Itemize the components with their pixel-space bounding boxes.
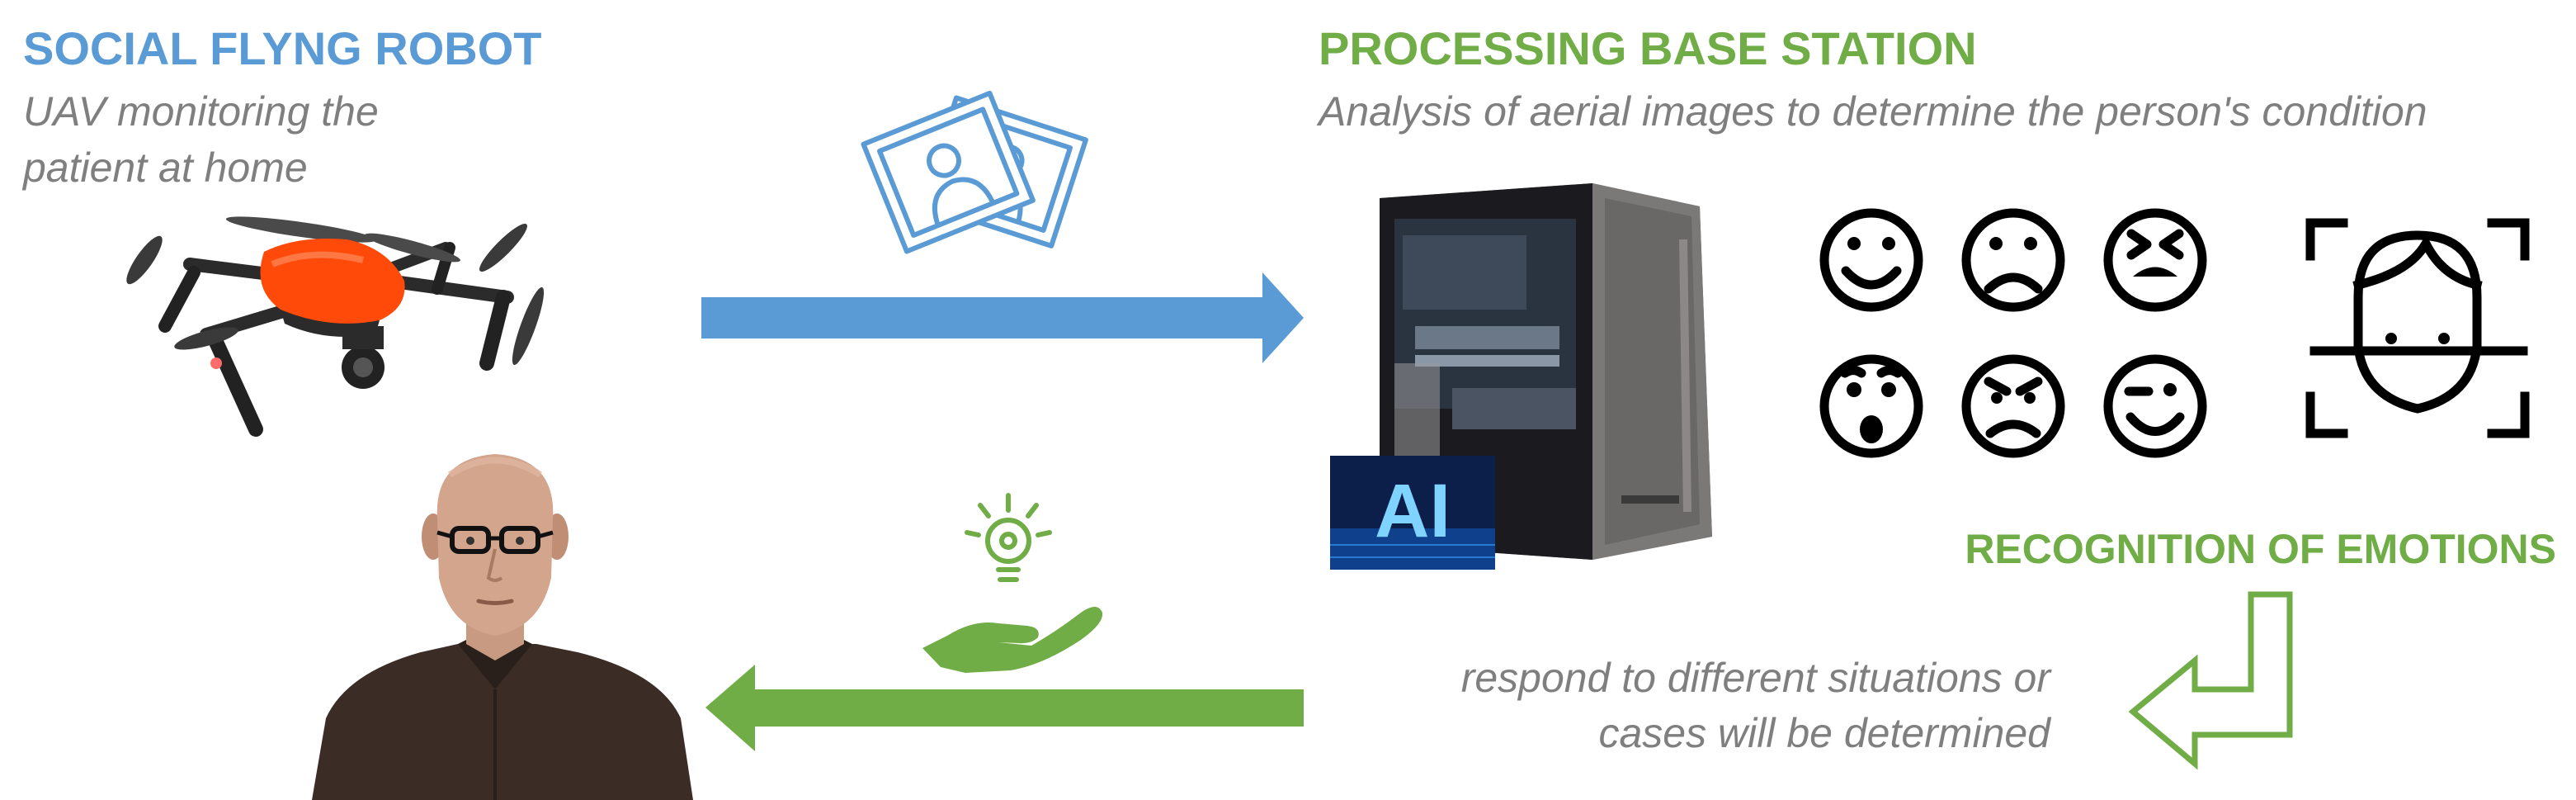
face-surprised-icon (1819, 354, 1923, 458)
face-wink-icon (2103, 354, 2207, 458)
robot-subtitle-line1: UAV monitoring the (23, 88, 379, 135)
face-sad-icon (1961, 208, 2065, 312)
robot-subtitle-line2: patient at home (21, 144, 308, 191)
return-arrow (2128, 591, 2293, 770)
response-line2: cases will be determined (1599, 710, 2053, 756)
response-arrow (705, 665, 1304, 751)
base-station-title: PROCESSING BASE STATION (1319, 22, 1977, 74)
upload-arrow (701, 272, 1304, 363)
emotions-label: RECOGNITION OF EMOTIONS (1965, 526, 2556, 572)
ai-badge: AI (1330, 456, 1495, 570)
emotion-faces (1819, 208, 2207, 458)
elderly-man-avatar (312, 454, 693, 800)
response-line1: respond to different situations or (1461, 655, 2053, 701)
face-distressed-icon (2103, 208, 2207, 312)
ai-badge-label: AI (1375, 469, 1451, 553)
face-angry-icon (1961, 354, 2065, 458)
computer-tower (1380, 183, 1712, 560)
drone-image (126, 216, 545, 437)
robot-title: SOCIAL FLYNG ROBOT (23, 22, 542, 74)
photos-icon (861, 90, 1088, 254)
face-smile-icon (1819, 208, 1923, 312)
base-station-subtitle: Analysis of aerial images to determine t… (1316, 88, 2427, 135)
face-scan-icon (2305, 218, 2530, 438)
lightbulb-hand-icon (922, 493, 1103, 673)
